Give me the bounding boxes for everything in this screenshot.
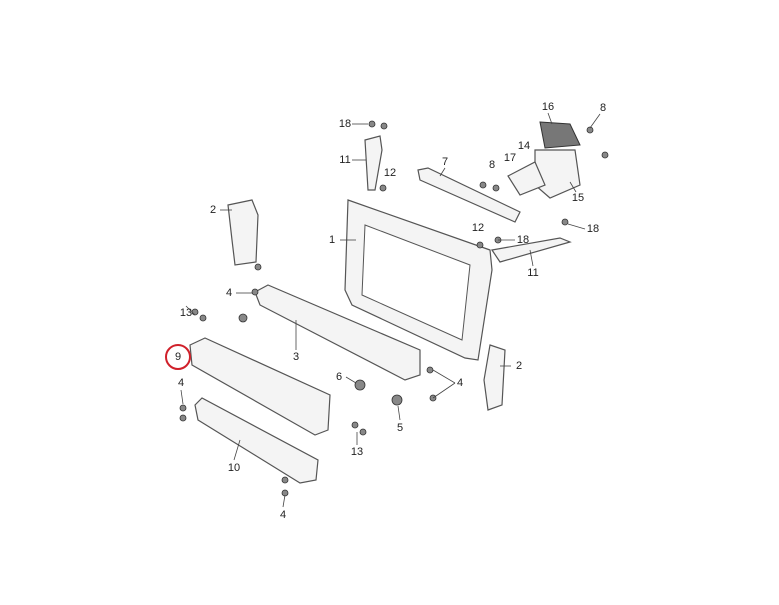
callout-13: 13 xyxy=(179,307,193,319)
callout-3: 3 xyxy=(292,351,300,363)
callout-17: 17 xyxy=(503,152,517,164)
callout-4: 4 xyxy=(177,377,185,389)
callout-10: 10 xyxy=(227,462,241,474)
side-bracket-left-part-2 xyxy=(227,199,259,266)
callout-16: 16 xyxy=(541,101,555,113)
callout-8: 8 xyxy=(599,102,607,114)
callout-8: 8 xyxy=(488,159,496,171)
callout-6: 6 xyxy=(335,371,343,383)
callout-4: 4 xyxy=(225,287,233,299)
part-16 xyxy=(539,121,581,149)
callout-11: 11 xyxy=(527,267,539,279)
callout-4: 4 xyxy=(279,509,287,521)
callout-11: 11 xyxy=(339,154,351,166)
callout-15: 15 xyxy=(571,192,585,204)
callout-1: 1 xyxy=(328,234,336,246)
bracket-upper-part-11 xyxy=(364,135,383,191)
callout-18: 18 xyxy=(338,118,352,130)
lock-carrier-part-1 xyxy=(344,199,493,361)
callout-4: 4 xyxy=(456,377,464,389)
bumper-reinforcement-part-3 xyxy=(254,284,421,381)
highlight-circle-part-9 xyxy=(165,344,191,370)
callout-18: 18 xyxy=(586,223,600,235)
callout-12: 12 xyxy=(383,167,397,179)
callout-18: 18 xyxy=(516,234,530,246)
callout-9: 9 xyxy=(174,351,182,363)
spoiler-part-10 xyxy=(194,397,319,484)
callout-12: 12 xyxy=(471,222,485,234)
air-duct-part-14 xyxy=(534,149,581,199)
side-bracket-right-part-2 xyxy=(483,344,506,411)
air-guide-part-7 xyxy=(417,167,521,223)
callout-2: 2 xyxy=(209,204,217,216)
bracket-lower-part-11 xyxy=(490,237,572,263)
callout-5: 5 xyxy=(396,422,404,434)
callout-13: 13 xyxy=(350,446,364,458)
energy-absorber-part-9 xyxy=(189,337,331,436)
callout-2: 2 xyxy=(515,360,523,372)
callout-14: 14 xyxy=(517,140,531,152)
part-17 xyxy=(507,161,546,196)
callout-7: 7 xyxy=(441,156,449,168)
leader-lines xyxy=(180,112,601,508)
